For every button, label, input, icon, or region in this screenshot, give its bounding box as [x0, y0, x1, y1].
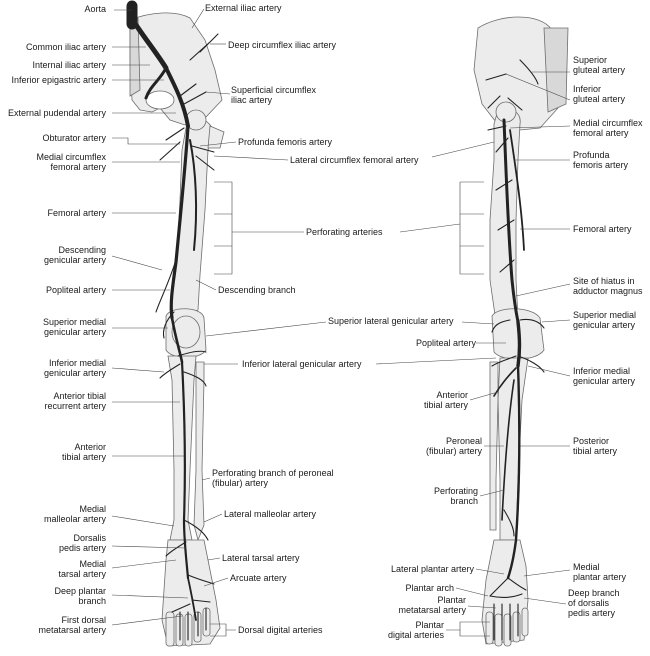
label-dorsalis-pedis: Dorsalis pedis artery — [58, 533, 106, 553]
label-common-iliac: Common iliac artery — [25, 42, 106, 52]
label-anterior-tibial-right: Anterior tibial artery — [423, 390, 468, 410]
label-site-of-hiatus: Site of hiatus in adductor magnus — [573, 276, 643, 296]
anterior-tibial — [180, 360, 190, 580]
label-medial-malleolar: Medial malleolar artery — [43, 504, 106, 524]
label-perforating-branch-peroneal: Perforating branch of peroneal (fibular)… — [212, 468, 334, 488]
label-superior-gluteal: Superior gluteal artery — [573, 55, 626, 75]
label-inferior-medial-genicular-left: Inferior medial genicular artery — [43, 358, 106, 378]
femoral-artery — [169, 124, 190, 320]
dorsalis-pedis — [187, 577, 197, 621]
label-posterior-tibial: Posterior tibial artery — [573, 436, 618, 456]
label-femoral-right: Femoral artery — [573, 224, 632, 234]
anterior-fibula — [193, 361, 205, 542]
label-plantar-digital: Plantar digital arteries — [387, 620, 444, 640]
label-medial-plantar: Medial plantar artery — [573, 562, 627, 582]
label-medial-circumflex-right: Medial circumflex femoral artery — [573, 118, 643, 138]
label-superficial-circumflex-iliac: Superficial circumflex iliac artery — [231, 85, 317, 105]
label-inferior-epigastric: Inferior epigastric artery — [11, 75, 106, 85]
label-anterior-tibial-left: Anterior tibial artery — [61, 442, 106, 462]
label-profunda-femoris-left: Profunda femoris artery — [238, 137, 333, 147]
popliteal-artery — [170, 316, 184, 364]
label-deep-branch-dorsalis: Deep branch of dorsalis pedis artery — [568, 588, 620, 618]
internal-iliac — [144, 66, 168, 100]
label-profunda-right: Profunda femoris artery — [573, 150, 629, 170]
profunda-femoris — [189, 139, 198, 251]
greater-trochanter — [207, 125, 225, 149]
label-descending-genicular: Descending genicular artery — [43, 245, 106, 265]
anterior-pelvis — [129, 12, 223, 126]
anterior-branches — [155, 33, 219, 641]
label-plantar-metatarsal: Plantar metatarsal artery — [398, 595, 466, 615]
posterior-leg-bones — [473, 16, 569, 647]
patella — [171, 315, 201, 349]
label-peroneal: Peroneal (fibular) artery — [425, 436, 482, 456]
label-inferior-gluteal: Inferior gluteal artery — [573, 84, 626, 104]
label-lateral-tarsal: Lateral tarsal artery — [222, 553, 300, 563]
label-anterior-tibial-recurrent: Anterior tibial recurrent artery — [44, 391, 106, 411]
posterior-profunda — [509, 129, 525, 251]
leader-lines — [111, 8, 571, 637]
label-plantar-arch: Plantar arch — [405, 583, 454, 593]
label-descending-branch: Descending branch — [218, 285, 296, 295]
label-internal-iliac: Internal iliac artery — [32, 60, 106, 70]
label-first-dorsal-metatarsal: First dorsal metatarsal artery — [38, 615, 106, 635]
label-dorsal-digital: Dorsal digital arteries — [238, 625, 323, 635]
label-lateral-plantar: Lateral plantar artery — [390, 564, 474, 574]
posterior-femoral-head — [495, 101, 517, 123]
obturator-foramen — [145, 90, 175, 110]
label-perforating-branch: Perforating branch — [433, 486, 478, 506]
common-iliac — [131, 19, 169, 71]
label-superior-medial-genicular-right: Superior medial genicular artery — [573, 310, 637, 330]
posterior-popliteal — [516, 320, 522, 368]
posterior-branches — [485, 59, 545, 641]
posterior-sacrum — [543, 27, 569, 113]
label-popliteal-left: Popliteal artery — [45, 285, 106, 295]
label-perforating-arteries: Perforating arteries — [306, 227, 383, 237]
label-medial-circumflex-left: Medial circumflex femoral artery — [36, 152, 106, 172]
label-medial-tarsal: Medial tarsal artery — [58, 559, 106, 579]
label-lateral-malleolar: Lateral malleolar artery — [224, 509, 317, 519]
label-external-pudendal: External pudendal artery — [7, 108, 106, 118]
label-obturator: Obturator artery — [42, 133, 106, 143]
label-inferior-lateral-genicular: Inferior lateral genicular artery — [242, 359, 362, 369]
label-inferior-medial-genicular-right: Inferior medial genicular artery — [573, 366, 636, 386]
label-popliteal-right: Popliteal artery — [415, 338, 476, 348]
label-arcuate: Arcuate artery — [230, 573, 287, 583]
label-superior-medial-genicular-left: Superior medial genicular artery — [42, 317, 106, 337]
label-aorta: Aorta — [84, 4, 106, 14]
posterior-arteries — [485, 59, 545, 641]
label-lateral-circumflex: Lateral circumflex femoral artery — [290, 155, 419, 165]
label-superior-lateral-genicular: Superior lateral genicular artery — [328, 316, 454, 326]
label-external-iliac: External iliac artery — [205, 3, 282, 13]
posterior-peroneal — [501, 379, 515, 521]
label-deep-plantar: Deep plantar branch — [54, 586, 106, 606]
label-femoral-left: Femoral artery — [47, 208, 106, 218]
anterior-leg-bones — [129, 12, 225, 647]
external-iliac — [164, 66, 190, 128]
anterior-arteries — [126, 0, 219, 641]
posterior-tibial — [506, 364, 521, 580]
posterior-anterior-tibial — [493, 367, 517, 397]
label-deep-circumflex-iliac: Deep circumflex iliac artery — [228, 40, 337, 50]
